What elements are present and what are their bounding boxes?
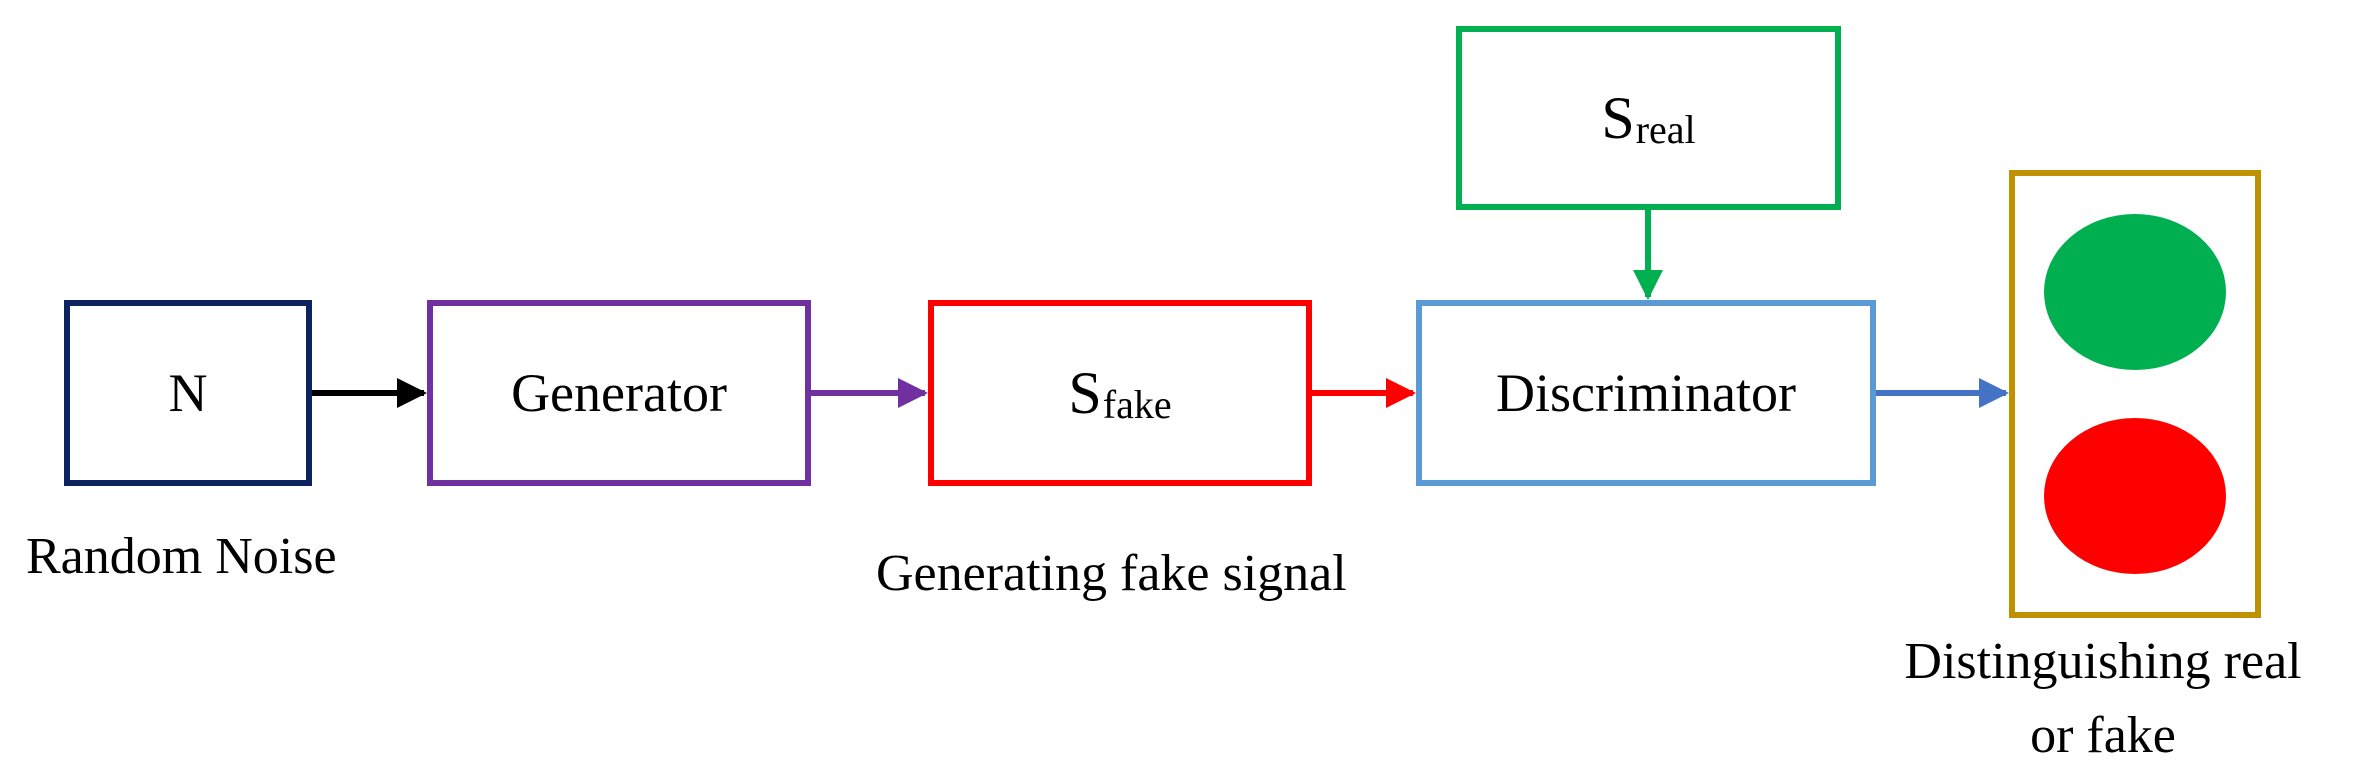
real-indicator-light bbox=[2044, 214, 2226, 370]
fake-signal-subscript: fake bbox=[1102, 382, 1172, 427]
decision-box bbox=[2009, 170, 2261, 618]
noise-caption: Random Noise bbox=[26, 528, 337, 585]
noise-box: N bbox=[64, 300, 312, 486]
fake-signal-caption: Generating fake signal bbox=[876, 545, 1347, 602]
generator-label: Generator bbox=[511, 363, 727, 423]
real-signal-symbol: S bbox=[1601, 85, 1635, 151]
discriminator-label: Discriminator bbox=[1496, 363, 1796, 423]
decision-caption-line-1: Distinguishing real bbox=[1904, 633, 2302, 690]
fake-signal-symbol: S bbox=[1068, 360, 1102, 426]
fake-indicator-light bbox=[2044, 418, 2226, 574]
decision-indicators bbox=[2044, 214, 2226, 574]
decision-caption: Distinguishing real or fake bbox=[1868, 625, 2338, 773]
generator-box: Generator bbox=[427, 300, 811, 486]
decision-caption-line-2: or fake bbox=[2030, 707, 2176, 764]
real-signal-subscript: real bbox=[1635, 107, 1696, 152]
discriminator-box: Discriminator bbox=[1416, 300, 1876, 486]
noise-label: N bbox=[168, 363, 208, 423]
